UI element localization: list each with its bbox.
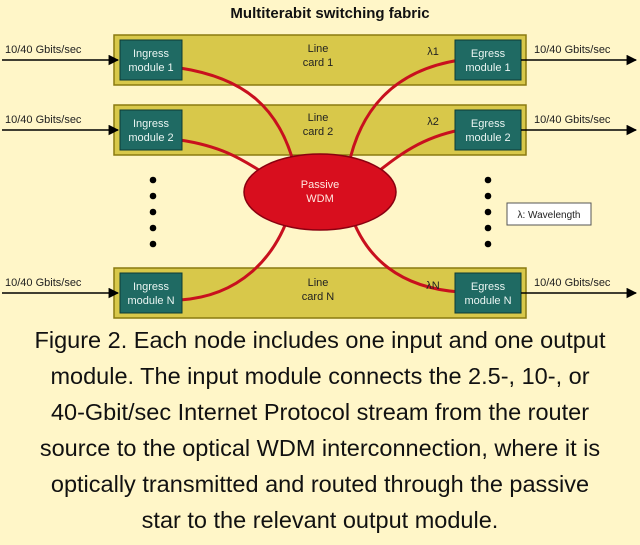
egress-ellipsis-dot	[484, 192, 492, 200]
line-card-n-label-1: Line	[308, 277, 329, 289]
caption-line: 40-Gbit/sec Internet Protocol stream fro…	[50, 399, 590, 425]
line-card-n-label-2: card N	[302, 291, 334, 303]
egress-module-n	[454, 272, 522, 314]
ingress-2-label-1: Ingress	[133, 118, 170, 130]
ingress-module-2	[119, 109, 183, 151]
ingress-ellipsis-dot	[149, 208, 157, 216]
ingress-2-label-2: module 2	[128, 132, 173, 144]
input-rate-n: 10/40 Gbits/sec	[5, 277, 82, 289]
ingress-n-label-2: module N	[127, 295, 174, 307]
wavelength-label-2: λ2	[427, 116, 439, 128]
wavelength-label-n: λN	[426, 280, 440, 292]
ingress-module-n	[119, 272, 183, 314]
diagram-title: Multiterabit switching fabric	[230, 5, 429, 22]
caption-line: optically transmitted and routed through…	[50, 471, 590, 497]
caption-line: source to the optical WDM interconnectio…	[39, 435, 601, 461]
fiber-egress-2	[373, 128, 462, 176]
line-card-2-label-1: Line	[308, 112, 329, 124]
input-rate-2: 10/40 Gbits/sec	[5, 114, 82, 126]
egress-module-1	[454, 39, 522, 81]
output-rate-n: 10/40 Gbits/sec	[534, 277, 611, 289]
wdm-label-line1: Passive	[301, 179, 340, 191]
ingress-ellipsis-dot	[149, 192, 157, 200]
caption-line: module. The input module connects the 2.…	[50, 363, 590, 389]
ingress-ellipsis-dot	[149, 224, 157, 232]
fiber-ingress-n	[178, 210, 292, 302]
fiber-links	[178, 58, 462, 302]
output-rate-2: 10/40 Gbits/sec	[534, 114, 611, 126]
egress-1-label-2: module 1	[465, 62, 510, 74]
line-card-1-label-1: Line	[308, 43, 329, 55]
egress-2-label-1: Egress	[471, 118, 506, 130]
caption-line: star to the relevant output module.	[141, 507, 499, 533]
wavelength-label-1: λ1	[427, 46, 439, 58]
caption-line: Figure 2. Each node includes one input a…	[34, 327, 606, 353]
input-rate-1: 10/40 Gbits/sec	[5, 44, 82, 56]
egress-n-label-1: Egress	[471, 281, 506, 293]
egress-ellipsis-dot	[484, 224, 492, 232]
fiber-ingress-1	[178, 66, 297, 170]
egress-ellipsis-dot	[484, 176, 492, 184]
output-rate-1: 10/40 Gbits/sec	[534, 44, 611, 56]
figure-caption: Figure 2. Each node includes one input a…	[0, 322, 640, 538]
ingress-n-label-1: Ingress	[133, 281, 170, 293]
fiber-egress-1	[346, 58, 462, 170]
passive-wdm-star	[243, 153, 397, 231]
egress-n-label-2: module N	[464, 295, 511, 307]
egress-ellipsis-dot	[484, 208, 492, 216]
egress-module-2	[454, 109, 522, 151]
egress-2-label-2: module 2	[465, 132, 510, 144]
fiber-egress-n	[348, 210, 462, 294]
ingress-1-label-2: module 1	[128, 62, 173, 74]
egress-1-label-1: Egress	[471, 48, 506, 60]
line-card-2-label-2: card 2	[303, 126, 334, 138]
ingress-ellipsis-dot	[149, 176, 157, 184]
wdm-label-line2: WDM	[306, 193, 334, 205]
ingress-1-label-1: Ingress	[133, 48, 170, 60]
fiber-ingress-2	[178, 138, 264, 174]
egress-ellipsis-dot	[484, 240, 492, 248]
legend-text: λ: Wavelength	[518, 210, 581, 221]
ingress-ellipsis-dot	[149, 240, 157, 248]
line-card-1-label-2: card 1	[303, 57, 334, 69]
ingress-module-1	[119, 39, 183, 81]
legend-box	[506, 202, 592, 226]
